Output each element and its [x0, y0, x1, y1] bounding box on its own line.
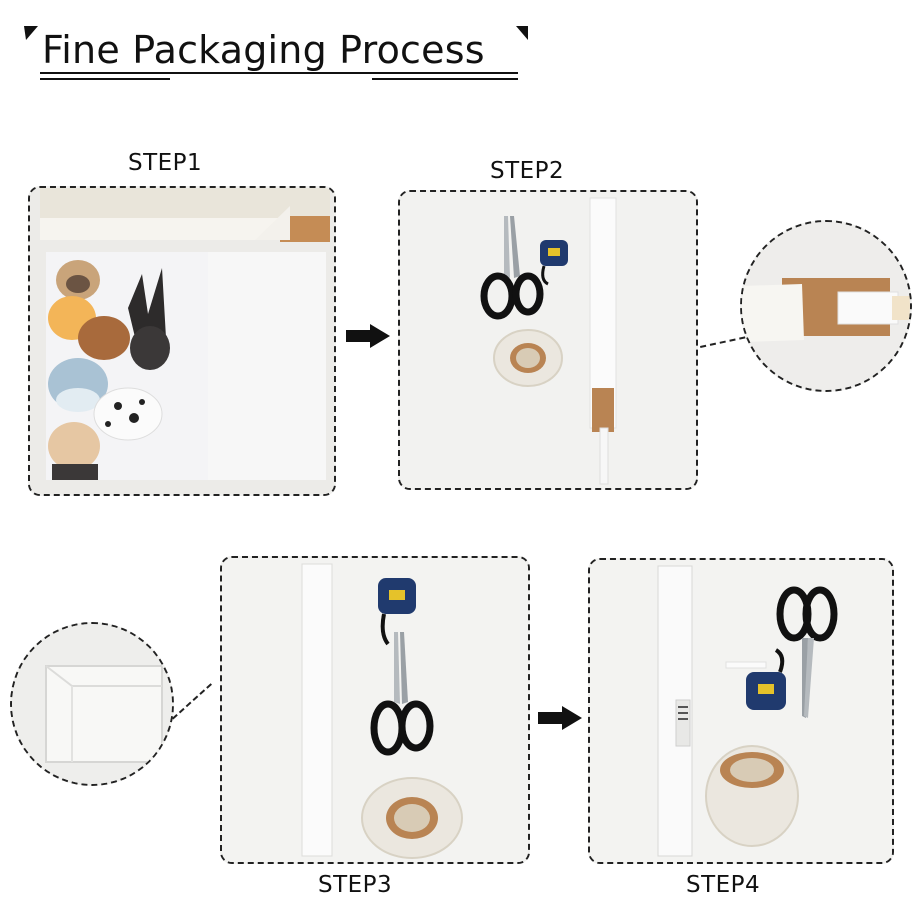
scissors-icon — [776, 586, 838, 718]
step3-photo — [222, 558, 528, 862]
tape-measure-icon — [378, 578, 416, 646]
arrow-right-icon — [538, 706, 582, 730]
step4-photo — [590, 560, 892, 862]
step1-photo — [30, 188, 334, 494]
dogs-illustration — [48, 260, 170, 480]
arrow-right-icon — [346, 324, 390, 348]
page-title-block: Fine Packaging Process — [22, 22, 532, 92]
step4-panel — [588, 558, 894, 864]
scissors-icon — [370, 632, 434, 756]
title-corner-marks — [24, 26, 528, 40]
step1-label: STEP1 — [128, 150, 203, 176]
step2-zoom-photo — [742, 222, 910, 390]
tape-measure-icon — [540, 240, 568, 286]
step2-panel — [398, 190, 698, 490]
step2-label: STEP2 — [490, 158, 565, 184]
step3-zoom-circle — [10, 622, 174, 786]
tape-measure-icon — [746, 648, 786, 710]
step4-label: STEP4 — [686, 872, 761, 898]
tape-roll-icon — [361, 777, 463, 859]
scissors-icon — [480, 216, 544, 320]
step1-panel — [28, 186, 336, 496]
kraft-tube-end — [592, 388, 614, 432]
title-underline-short-right — [372, 78, 518, 80]
step3-label: STEP3 — [318, 872, 393, 898]
title-underline-short-left — [40, 78, 170, 80]
page-title: Fine Packaging Process — [42, 28, 485, 72]
step2-photo — [400, 192, 696, 488]
step2-zoom-leader — [700, 336, 746, 348]
title-underline — [40, 72, 518, 74]
tape-roll-icon — [705, 745, 799, 847]
step3-zoom-photo — [12, 624, 172, 784]
step3-zoom-leader — [172, 683, 212, 720]
tape-roll-icon — [493, 329, 563, 387]
step2-zoom-circle — [740, 220, 912, 392]
step3-panel — [220, 556, 530, 864]
